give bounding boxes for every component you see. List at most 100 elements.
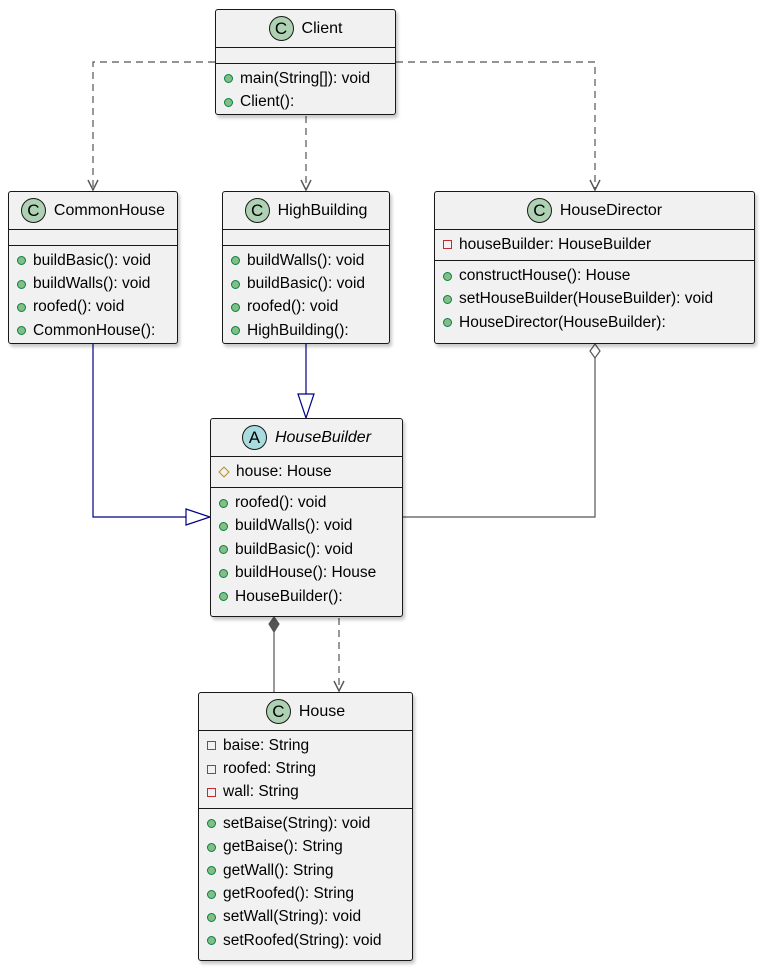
member-signature: buildWalls(): void — [235, 517, 353, 535]
member-signature: roofed(): void — [247, 298, 339, 316]
fields-compartment: houseBuilder: HouseBuilder — [435, 229, 754, 260]
member-signature: main(String[]): void — [240, 69, 371, 87]
class-name: HouseDirector — [559, 201, 663, 219]
fields-compartment — [9, 229, 177, 245]
public-visibility-icon — [17, 279, 26, 289]
public-visibility-icon — [231, 302, 240, 312]
class-member: buildHouse(): House — [211, 562, 402, 585]
methods-compartment: buildWalls(): void buildBasic(): void roof… — [223, 245, 389, 347]
class-header: A HouseBuilder — [211, 419, 402, 456]
class-member: roofed(): void — [223, 296, 389, 319]
member-signature: HighBuilding(): — [247, 321, 349, 339]
protected-visibility-icon — [218, 466, 230, 478]
class-member: HighBuilding(): — [223, 319, 389, 342]
member-signature: house: House — [236, 462, 332, 480]
class-name: CommonHouse — [53, 201, 166, 219]
fields-compartment: house: House — [211, 456, 402, 487]
methods-compartment: setBaise(String): void getBaise(): String… — [199, 808, 412, 956]
member-signature: buildBasic(): void — [247, 275, 366, 293]
member-signature: houseBuilder: HouseBuilder — [459, 235, 652, 253]
dependency-line — [92, 61, 215, 189]
public-visibility-icon — [17, 326, 26, 336]
methods-compartment: roofed(): void buildWalls(): void buildBas… — [211, 487, 402, 612]
methods-compartment: constructHouse(): House setHouseBuilder(H… — [435, 260, 754, 338]
class-name: House — [298, 702, 346, 720]
member-signature: setHouseBuilder(HouseBuilder): void — [459, 290, 714, 308]
public-visibility-icon — [207, 866, 216, 876]
class-header: C House — [199, 693, 412, 730]
class-stereotype-icon: C — [268, 16, 294, 41]
generalization-arrowhead — [297, 393, 315, 420]
class-member: constructHouse(): House — [435, 264, 754, 287]
public-visibility-icon — [219, 498, 228, 508]
private-visibility-icon — [207, 787, 216, 797]
member-signature: setWall(String): void — [223, 908, 362, 926]
fields-compartment — [216, 47, 395, 63]
public-visibility-icon — [219, 545, 228, 555]
class-member: setHouseBuilder(HouseBuilder): void — [435, 288, 754, 311]
class-member: HouseDirector(HouseBuilder): — [435, 311, 754, 334]
aggregation-diamond — [589, 342, 601, 360]
class-stereotype-icon: C — [244, 198, 270, 223]
generalization-arrowhead — [185, 508, 212, 526]
dependency-arrowhead — [300, 179, 312, 192]
dependency-arrowhead — [333, 680, 345, 693]
class-commonhouse[interactable]: C CommonHouse buildBasic(): void buildWal… — [8, 191, 178, 344]
public-visibility-icon — [219, 521, 228, 531]
public-visibility-icon — [219, 592, 228, 602]
private-visibility-icon — [207, 764, 216, 774]
public-visibility-icon — [17, 302, 26, 312]
class-member: main(String[]): void — [216, 67, 395, 90]
class-member: roofed: String — [199, 757, 412, 780]
public-visibility-icon — [231, 326, 240, 336]
class-name: HighBuilding — [277, 201, 368, 219]
class-highbuilding[interactable]: C HighBuilding buildWalls(): void buildBa… — [222, 191, 390, 344]
dependency-arrowhead — [589, 179, 601, 192]
public-visibility-icon — [443, 294, 452, 304]
member-signature: Client(): — [240, 93, 295, 111]
member-signature: HouseBuilder(): — [235, 587, 343, 605]
member-signature: buildBasic(): void — [33, 251, 152, 269]
member-signature: buildBasic(): void — [235, 540, 354, 558]
class-member: roofed(): void — [211, 491, 402, 514]
class-housebuilder[interactable]: A HouseBuilder house: House roofed(): vo… — [210, 418, 403, 617]
class-member: buildWalls(): void — [223, 249, 389, 272]
class-member: baise: String — [199, 734, 412, 757]
class-header: C CommonHouse — [9, 192, 177, 229]
public-visibility-icon — [443, 271, 452, 281]
class-member: CommonHouse(): — [9, 319, 177, 342]
class-name: HouseBuilder — [274, 428, 372, 446]
class-member: setBaise(String): void — [199, 812, 412, 835]
class-housedirector[interactable]: C HouseDirector houseBuilder: HouseBuild… — [434, 191, 755, 344]
member-signature: buildWalls(): void — [247, 251, 365, 269]
member-signature: setBaise(String): void — [223, 814, 371, 832]
class-member: buildBasic(): void — [223, 272, 389, 295]
public-visibility-icon — [224, 97, 233, 107]
class-header: C HighBuilding — [223, 192, 389, 229]
public-visibility-icon — [443, 318, 452, 328]
member-signature: buildWalls(): void — [33, 275, 151, 293]
member-signature: setRoofed(String): void — [223, 931, 382, 949]
class-stereotype-icon: C — [20, 198, 46, 223]
member-signature: CommonHouse(): — [33, 321, 156, 339]
member-signature: wall: String — [223, 783, 299, 801]
composition-diamond — [268, 615, 280, 634]
abstract-stereotype-icon: A — [241, 425, 267, 450]
class-member: getWall(): String — [199, 859, 412, 882]
member-signature: getRoofed(): String — [223, 885, 354, 903]
class-header: C Client — [216, 10, 395, 47]
fields-compartment — [223, 229, 389, 245]
class-member: HouseBuilder(): — [211, 585, 402, 608]
public-visibility-icon — [207, 819, 216, 829]
public-visibility-icon — [17, 256, 26, 266]
class-member: buildWalls(): void — [9, 272, 177, 295]
class-member: houseBuilder: HouseBuilder — [435, 233, 754, 256]
member-signature: getBaise(): String — [223, 838, 343, 856]
class-name: Client — [301, 19, 343, 37]
dependency-arrowhead — [87, 179, 99, 192]
